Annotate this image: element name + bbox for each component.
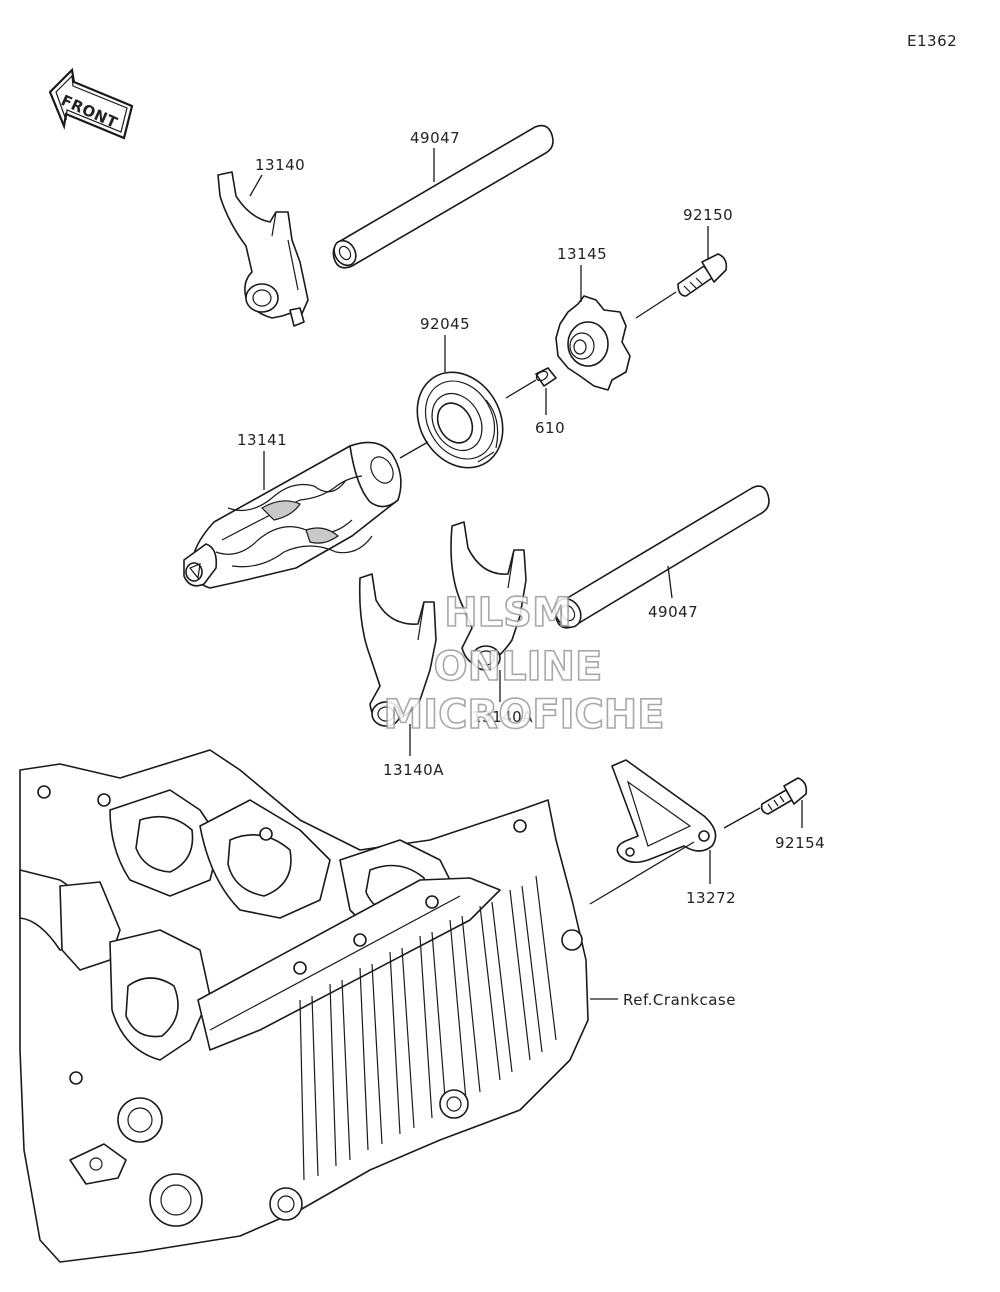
watermark: HLSM ONLINE MICROFICHE (383, 589, 666, 739)
shift-fork-13140a-right[interactable] (450, 521, 527, 671)
label-610: 610 (535, 419, 565, 437)
bearing-92045[interactable] (400, 357, 519, 484)
label-92150: 92150 (683, 206, 733, 224)
label-13140: 13140 (255, 156, 305, 174)
bolt-92150[interactable] (677, 253, 728, 297)
front-arrow-icon: FRONT (48, 67, 134, 140)
label-13140a-right: 13140A (472, 708, 533, 726)
label-49047-top: 49047 (410, 129, 460, 147)
fork-shaft-49047-top[interactable] (330, 124, 554, 270)
watermark-line1: HLSM (444, 590, 572, 636)
crankcase-reference (19, 749, 589, 1263)
label-13145: 13145 (557, 245, 607, 263)
fork-shaft-49047-mid[interactable] (550, 485, 770, 632)
pin-610[interactable] (535, 367, 557, 387)
shift-fork-13140a-left[interactable] (358, 573, 437, 727)
shift-fork-13140[interactable] (217, 171, 309, 327)
shift-drum-star-13145[interactable] (555, 295, 631, 391)
label-49047-mid: 49047 (648, 603, 698, 621)
watermark-line2: ONLINE (434, 644, 603, 690)
label-13140a-left: 13140A (383, 761, 444, 779)
diagram-id: E1362 (907, 32, 957, 50)
watermark-line3: MICROFICHE (383, 692, 664, 738)
label-92045: 92045 (420, 315, 470, 333)
label-13141: 13141 (237, 431, 287, 449)
shift-drum-13141[interactable] (183, 441, 402, 589)
label-13272: 13272 (686, 889, 736, 907)
plate-13272[interactable] (611, 759, 717, 864)
label-ref-crankcase: Ref.Crankcase (623, 991, 736, 1009)
bolt-92154[interactable] (760, 777, 808, 815)
label-92154: 92154 (775, 834, 825, 852)
